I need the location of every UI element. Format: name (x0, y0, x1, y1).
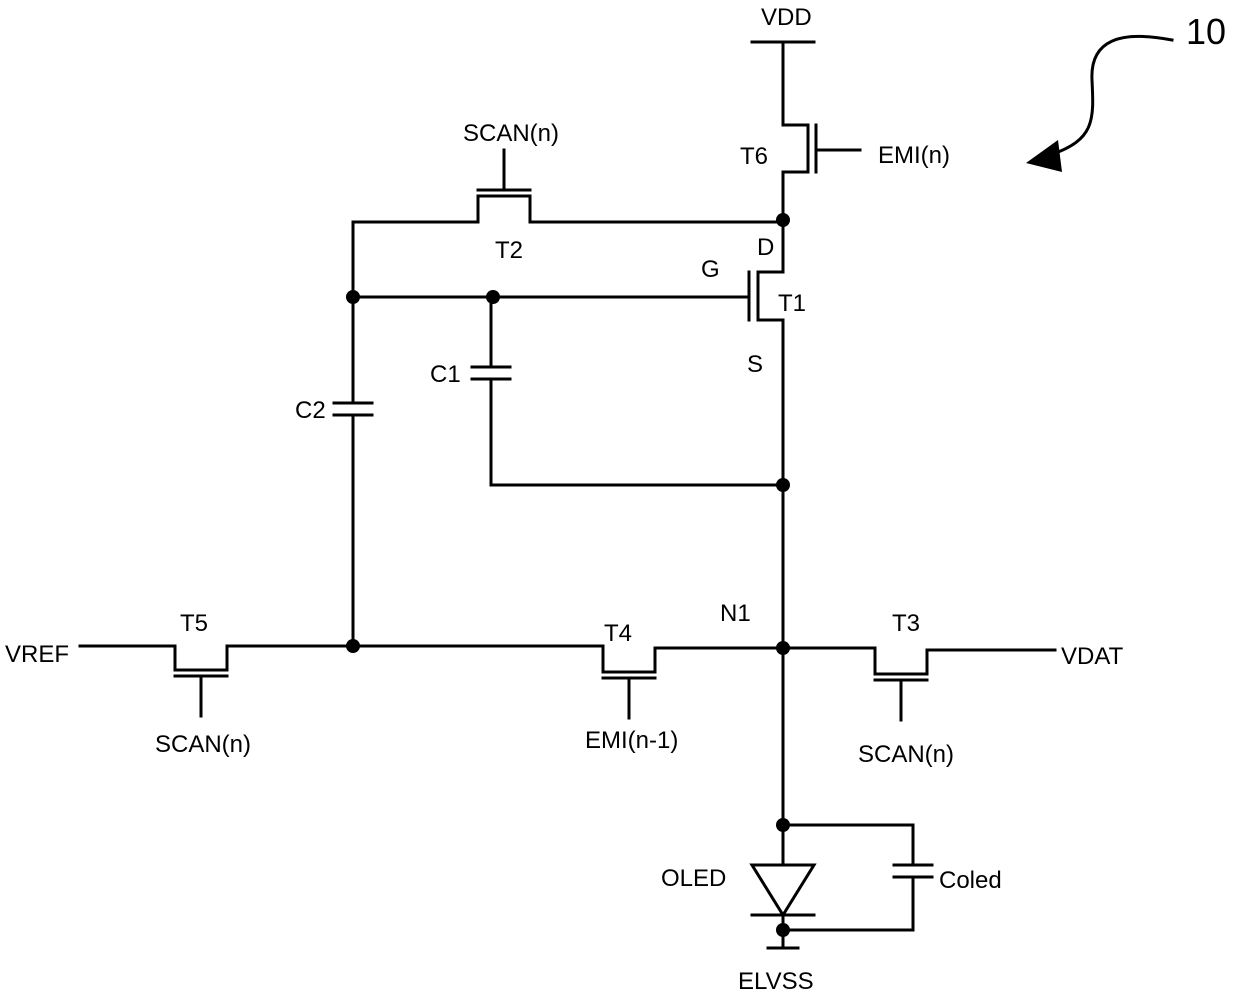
label-t1-drain: D (757, 234, 774, 261)
label-elvss: ELVSS (738, 968, 814, 995)
transistor-t6 (783, 125, 860, 172)
label-t6: T6 (740, 143, 768, 170)
label-t2-scan: SCAN(n) (463, 120, 559, 147)
junction-gate-left (346, 290, 360, 304)
vdd-terminal (752, 42, 814, 125)
figure-reference-number: 10 (1186, 11, 1226, 52)
label-t4: T4 (604, 620, 632, 647)
label-t1: T1 (778, 290, 806, 317)
transistor-t5 (80, 646, 353, 716)
junction-c2-bottom (346, 639, 360, 653)
label-t5-scan: SCAN(n) (155, 731, 251, 758)
label-t1-source: S (747, 351, 763, 378)
reference-arrow (1026, 36, 1172, 172)
label-vref: VREF (5, 641, 69, 668)
transistor-t2 (353, 150, 783, 222)
capacitor-c2 (334, 297, 372, 646)
label-t3-scan: SCAN(n) (858, 741, 954, 768)
label-vdd: VDD (761, 4, 812, 31)
label-t1-gate: G (701, 256, 720, 283)
label-c2: C2 (295, 397, 326, 424)
label-emi-n: EMI(n) (878, 142, 950, 169)
label-coled: Coled (939, 867, 1002, 894)
junction-oled-anode (776, 818, 790, 832)
capacitor-c1 (472, 297, 783, 485)
junction-gate-c1 (486, 290, 500, 304)
oled-diode (752, 865, 814, 930)
label-c1: C1 (430, 361, 461, 388)
label-t5: T5 (180, 610, 208, 637)
label-vdat: VDAT (1061, 643, 1124, 670)
transistor-t4 (353, 646, 783, 718)
junction-n1 (776, 641, 790, 655)
transistor-t3 (783, 648, 1055, 720)
label-t4-emi: EMI(n-1) (585, 727, 678, 754)
junction-source (776, 478, 790, 492)
junction-dots (346, 213, 790, 937)
label-t3: T3 (892, 610, 920, 637)
label-n1: N1 (720, 600, 751, 627)
junction-drain (776, 213, 790, 227)
label-oled: OLED (661, 865, 726, 892)
junction-oled-cathode (776, 923, 790, 937)
label-t2: T2 (495, 237, 523, 264)
